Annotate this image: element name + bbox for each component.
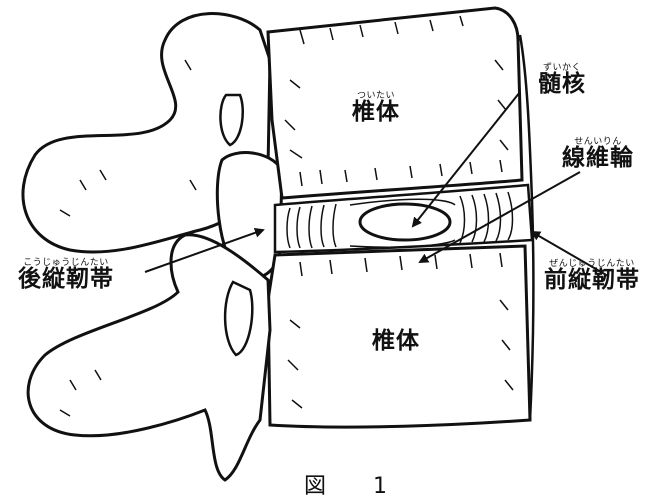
label-anterior-longitudinal-ligament: ぜんじゅうじんたい 前縦靭帯 [544,260,640,292]
text-anterior-longitudinal-ligament: 前縦靭帯 [544,269,640,292]
text-vertebral-body-lower: 椎体 [372,330,420,353]
label-vertebral-body-upper: ついたい 椎体 [352,92,400,124]
text-vertebral-body-upper: 椎体 [352,101,400,124]
figure-caption: 図 1 [304,468,407,500]
label-posterior-longitudinal-ligament: こうじゅうじんたい 後縦靭帯 [18,259,114,291]
nucleus-pulposus-shape [360,204,450,240]
label-annulus-fibrosus: せんいりん 線維輪 [562,138,634,170]
label-vertebral-body-lower: 椎体 [372,330,420,353]
text-posterior-longitudinal-ligament: 後縦靭帯 [18,268,114,291]
text-nucleus-pulposus: 髄核 [538,73,586,96]
label-nucleus-pulposus: ずいかく 髄核 [538,64,586,96]
text-annulus-fibrosus: 線維輪 [562,147,634,170]
